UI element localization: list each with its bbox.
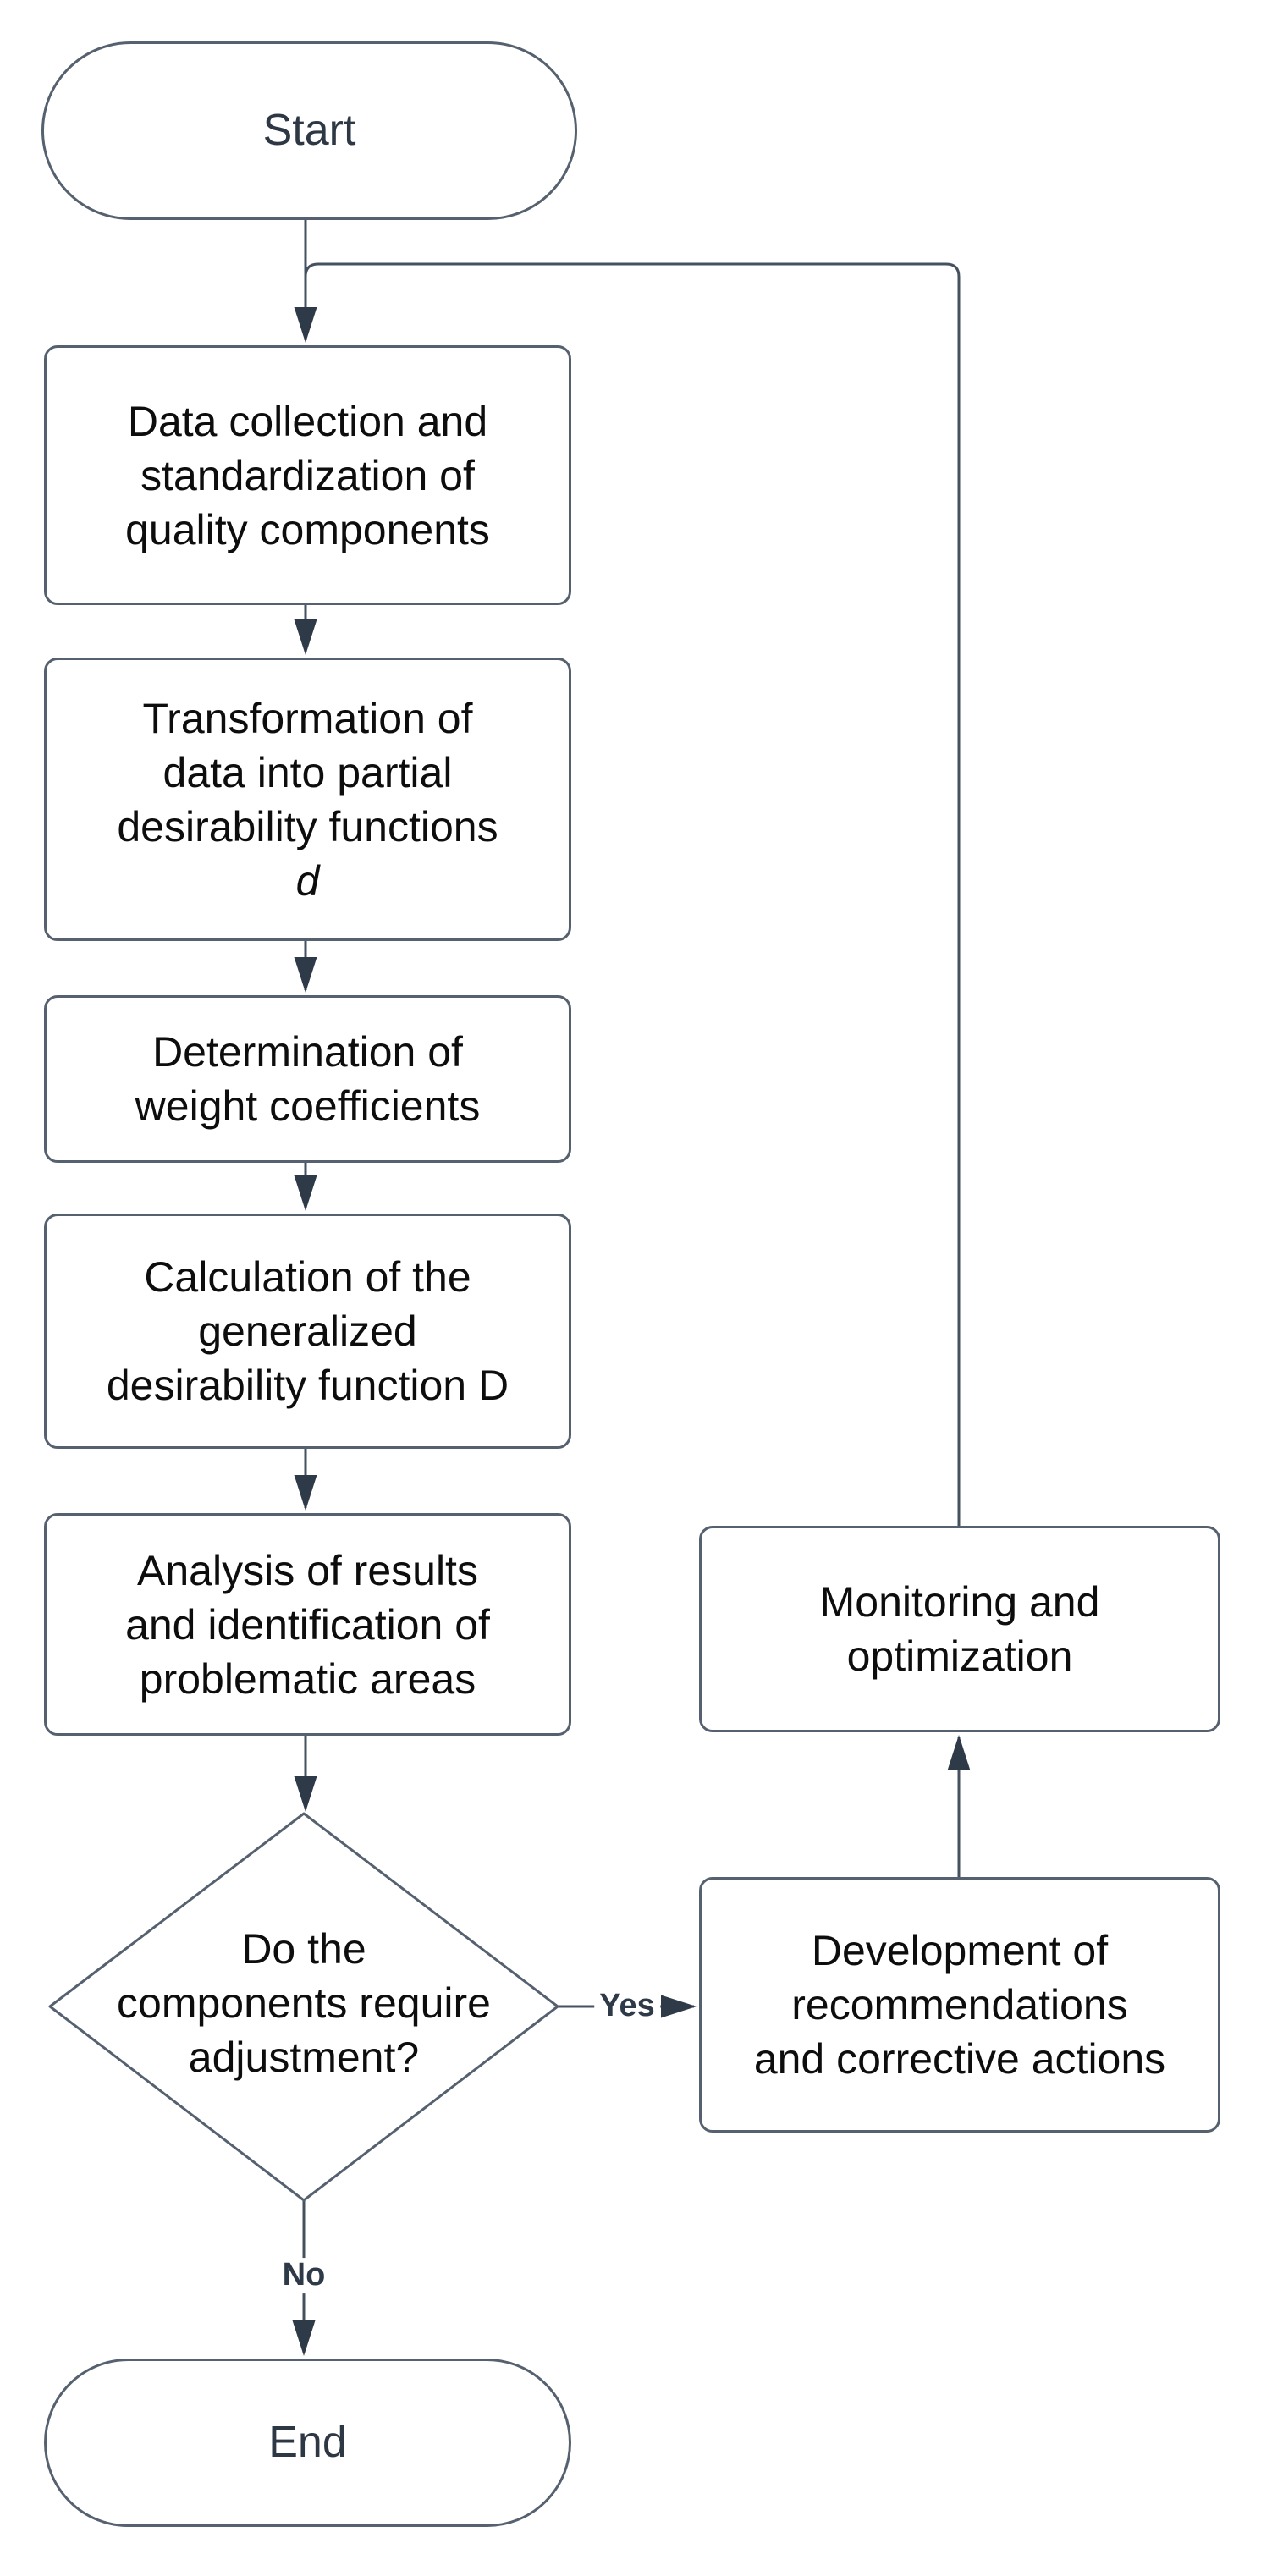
node-weight-coefficients: Determination of weight coefficients bbox=[44, 995, 571, 1163]
node-end: End bbox=[44, 2359, 571, 2527]
node-data-collection: Data collection and standardization of q… bbox=[44, 345, 571, 605]
node-data-collection-label: Data collection and standardization of q… bbox=[125, 397, 490, 553]
edge-label-yes: Yes bbox=[594, 1988, 660, 2024]
edge-label-no: No bbox=[277, 2257, 331, 2293]
node-calculation-label: Calculation of the generalized desirabil… bbox=[106, 1253, 509, 1409]
node-monitoring-label: Monitoring and optimization bbox=[819, 1578, 1100, 1680]
node-development-label: Development of recommendations and corre… bbox=[753, 1927, 1166, 2083]
edge-monitor-to-collect bbox=[304, 262, 961, 1526]
node-decision-label: Do the components require adjustment? bbox=[117, 1925, 491, 2082]
node-calculation: Calculation of the generalized desirabil… bbox=[44, 1214, 571, 1449]
node-transformation: Transformation of data into partial desi… bbox=[44, 658, 571, 941]
node-weight-coefficients-label: Determination of weight coefficients bbox=[135, 1028, 481, 1130]
node-development: Development of recommendations and corre… bbox=[699, 1877, 1220, 2133]
node-transformation-symbol: d bbox=[295, 856, 320, 905]
node-analysis: Analysis of results and identification o… bbox=[44, 1513, 571, 1736]
node-start-label: Start bbox=[262, 106, 356, 156]
node-end-label: End bbox=[268, 2418, 347, 2468]
decision-diamond-shape bbox=[48, 1812, 559, 2202]
node-monitoring: Monitoring and optimization bbox=[699, 1526, 1220, 1732]
node-start: Start bbox=[41, 41, 577, 220]
node-transformation-label: Transformation of data into partial desi… bbox=[117, 694, 498, 850]
node-analysis-label: Analysis of results and identification o… bbox=[125, 1546, 490, 1703]
